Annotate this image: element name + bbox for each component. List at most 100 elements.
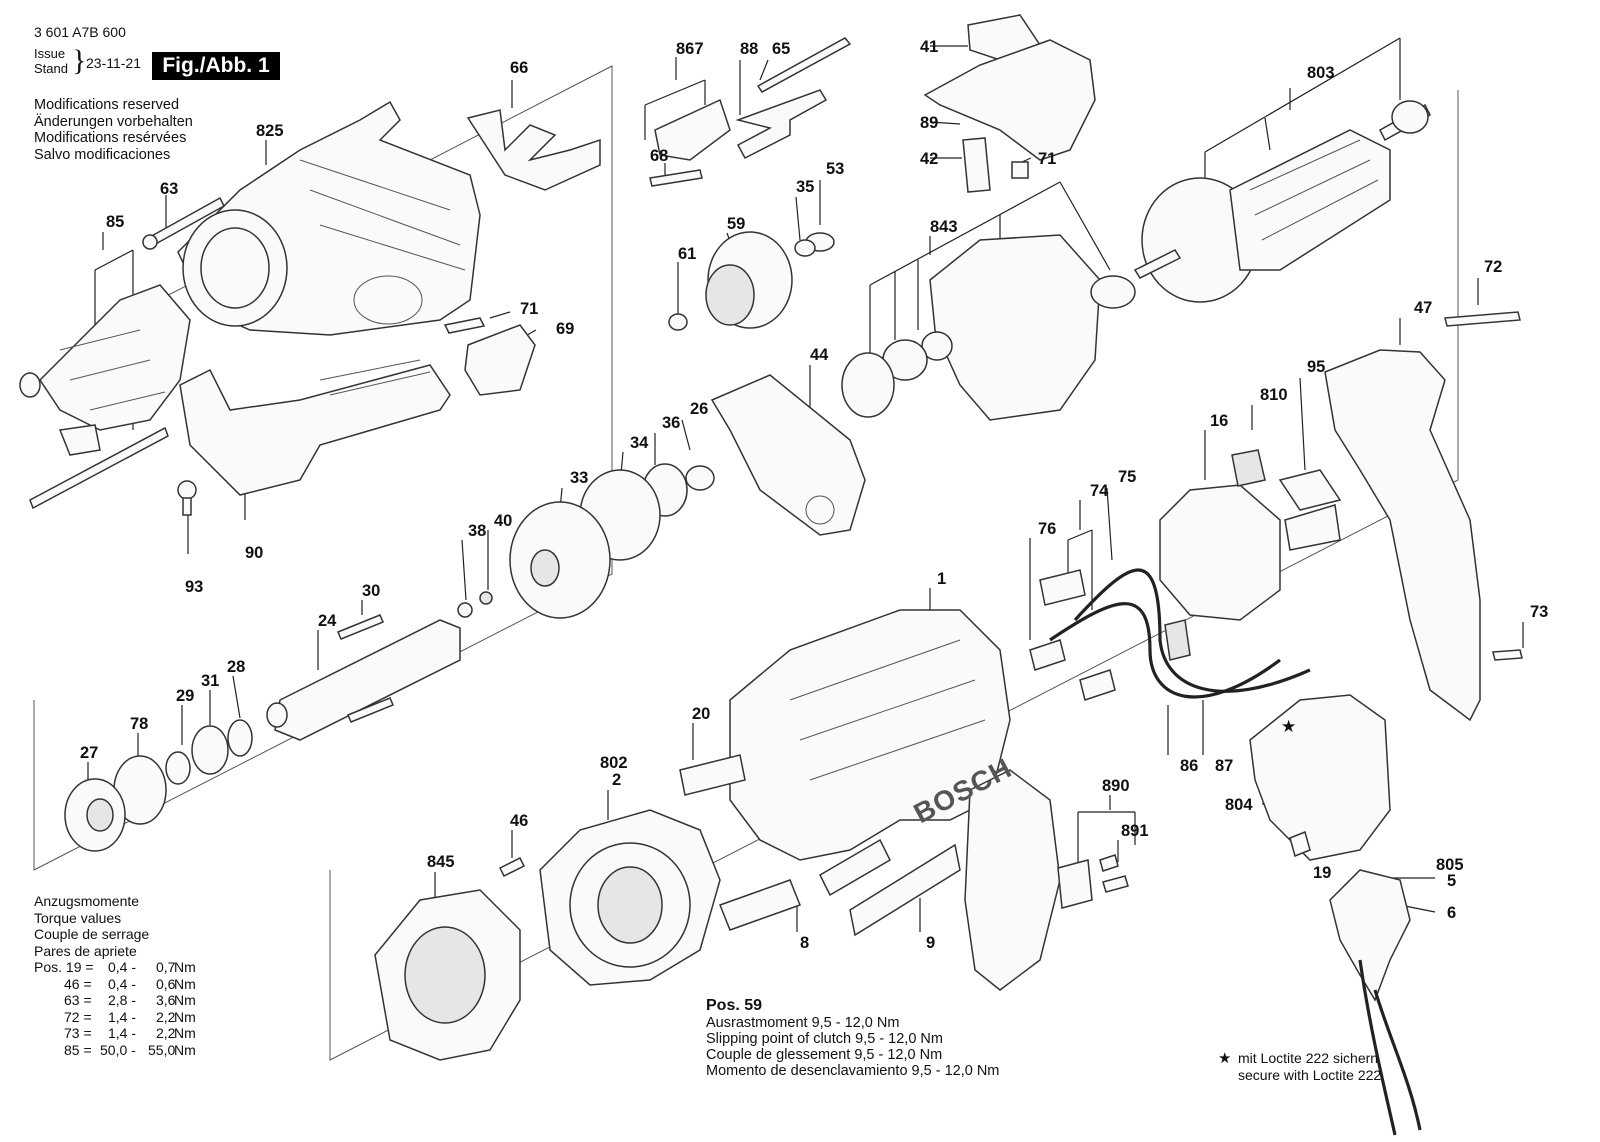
switch-cover-parts <box>923 14 1096 193</box>
part-callout: 73 <box>1530 603 1549 621</box>
part-callout: 24 <box>318 612 337 630</box>
part-callout: 803 <box>1307 64 1335 82</box>
clutch-note-title: Pos. 59 <box>706 997 763 1014</box>
part-callout: 74 <box>1090 482 1109 500</box>
torque-max: 2,2 <box>156 1025 176 1041</box>
part-callout: 65 <box>772 40 791 58</box>
part-callout: 9 <box>926 934 936 952</box>
part-callout: 38 <box>468 522 487 540</box>
torque-pos: 46 = <box>64 975 92 992</box>
gear-housing-part <box>177 100 481 336</box>
clutch-note-line: Slipping point of clutch 9,5 - 12,0 Nm <box>706 1031 943 1047</box>
motor-housing-main <box>729 609 1061 991</box>
part-callout: 890 <box>1102 777 1130 795</box>
torque-pos: 72 = <box>64 1008 92 1025</box>
torque-min: 0,4 - <box>108 975 137 992</box>
part-callout: 19 <box>1313 864 1332 882</box>
part-callout: 40 <box>494 512 513 530</box>
small-parts-top-left <box>142 109 601 516</box>
part-callout: 804 <box>1225 796 1253 814</box>
part-callout: 35 <box>796 178 815 196</box>
part-callout: 59 <box>727 215 746 233</box>
part-callout: 802 <box>600 754 628 772</box>
part-callout: 2 <box>612 771 622 789</box>
torque-unit: Nm <box>174 1008 196 1025</box>
torque-title: Anzugsmomente <box>34 893 140 909</box>
torque-max: 0,6 <box>156 975 176 992</box>
part-callout: 41 <box>920 38 939 56</box>
handle-half-part <box>1324 311 1523 722</box>
clutch-note-line: Couple de glessement 9,5 - 12,0 Nm <box>706 1047 943 1063</box>
issue-label: Issue <box>34 46 66 61</box>
part-callout: 28 <box>227 658 246 676</box>
part-callout: 87 <box>1215 757 1234 775</box>
part-callout: 72 <box>1484 258 1503 276</box>
torque-unit: Nm <box>174 959 196 975</box>
part-callout: 6 <box>1447 904 1457 922</box>
part-callout: 805 <box>1436 856 1464 874</box>
loctite-note-line: mit Loctite 222 sichern <box>1238 1050 1379 1066</box>
torque-max: 2,2 <box>156 1008 176 1025</box>
loctite-star-icon: ★ <box>1218 1050 1232 1067</box>
bearing-rings <box>64 719 253 852</box>
field-stator-part <box>539 809 721 986</box>
part-callout: 845 <box>427 853 455 871</box>
part-callout: 31 <box>201 672 220 690</box>
clutch-note: Pos. 59 Ausrastmoment 9,5 - 12,0 Nm Slip… <box>706 997 999 1079</box>
torque-min: 50,0 - <box>100 1041 136 1058</box>
wiring-harness <box>1029 568 1311 701</box>
part-callout: 66 <box>510 59 529 77</box>
part-callout: 810 <box>1260 386 1288 404</box>
power-cord-part <box>1329 869 1422 1136</box>
part-callout: 88 <box>740 40 759 58</box>
handle-rail-part <box>179 359 451 496</box>
figure-label: Fig./Abb. 1 <box>152 52 280 80</box>
part-callout: 75 <box>1118 468 1137 486</box>
part-callout: 61 <box>678 245 697 263</box>
part-callout: 42 <box>920 150 939 168</box>
issue-date: 23-11-21 <box>86 55 142 71</box>
part-callout: 1 <box>937 570 947 588</box>
clutch-note-line: Momento de desenclavamiento 9,5 - 12,0 N… <box>706 1063 1000 1079</box>
insulation-plates <box>679 754 961 937</box>
clutch-gears <box>457 463 715 619</box>
torque-unit: Nm <box>174 975 196 992</box>
part-callout: 843 <box>930 218 958 236</box>
motor-housing-frame <box>841 234 1136 421</box>
switch-part <box>1249 694 1391 861</box>
part-callout: 20 <box>692 705 711 723</box>
torque-title: Torque values <box>34 909 122 926</box>
part-callout: 85 <box>106 213 125 231</box>
part-callout: 71 <box>520 300 539 318</box>
part-callout: 86 <box>1180 757 1199 775</box>
part-callout: 89 <box>920 114 939 132</box>
torque-pos: 63 = <box>64 992 92 1008</box>
gear-parts <box>668 231 835 331</box>
torque-pos: 85 = <box>64 1041 92 1058</box>
bracket-symbol: } <box>72 44 87 77</box>
modifications-line: Änderungen vorbehalten <box>34 113 193 130</box>
torque-min: 1,4 - <box>108 1025 137 1041</box>
part-callout: 69 <box>556 320 575 338</box>
torque-max: 55,0 <box>148 1041 176 1058</box>
part-callout: 47 <box>1414 299 1433 317</box>
torque-unit: Nm <box>174 1025 196 1041</box>
part-callout: 29 <box>176 687 195 705</box>
part-callout: 53 <box>826 160 845 178</box>
part-callout: 8 <box>800 934 810 952</box>
modifications-line: Modifications resérvées <box>34 130 187 146</box>
torque-max: 0,7 <box>156 959 176 975</box>
seal-gasket-part <box>710 374 866 536</box>
torque-title: Pares de apriete <box>34 942 137 959</box>
part-callout: 90 <box>245 544 264 562</box>
part-callout: 44 <box>810 346 829 364</box>
armature-part <box>1133 100 1431 303</box>
part-callout: 78 <box>130 715 149 733</box>
part-callout: 93 <box>185 578 204 596</box>
part-callout: 34 <box>630 434 649 452</box>
part-callout: 33 <box>570 469 589 487</box>
part-callout: 16 <box>1210 412 1229 430</box>
screws-lower <box>498 854 1129 909</box>
torque-min: 1,4 - <box>108 1008 137 1025</box>
